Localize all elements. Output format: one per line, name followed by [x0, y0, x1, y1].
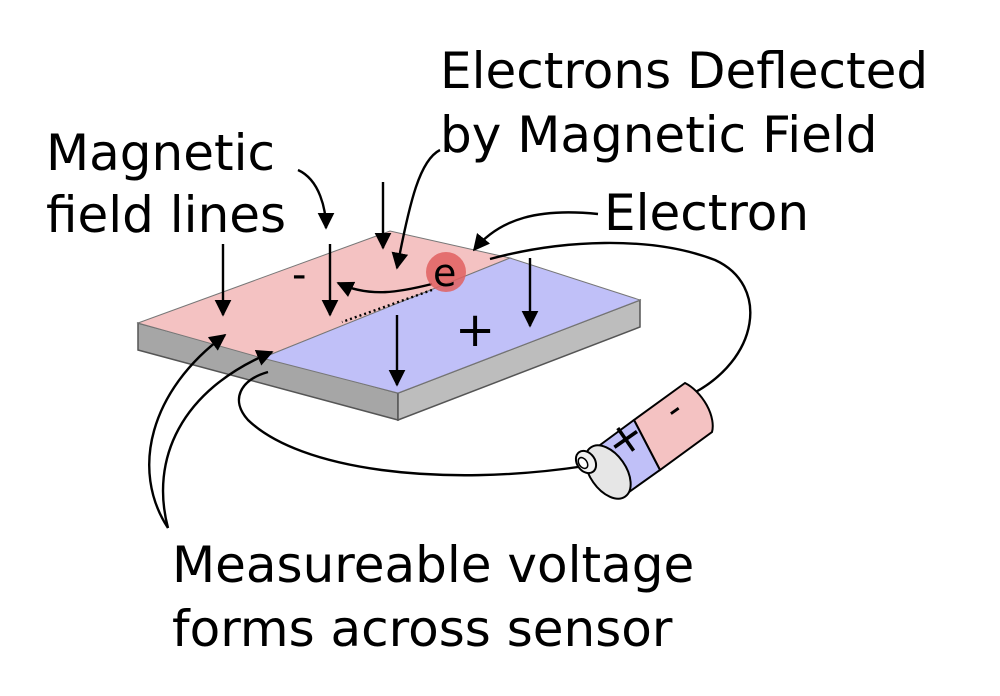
electron-symbol: e [433, 251, 456, 295]
plate-positive-sign: + [455, 302, 495, 358]
leader-electrons-deflected [391, 148, 441, 270]
circuit-wire-right [489, 241, 752, 397]
label-deflected-line1: Electrons Deflected [440, 42, 928, 100]
leader-electron [472, 211, 599, 252]
electron-deflected-path [336, 281, 433, 298]
label-magnetic-line2: field lines [46, 186, 286, 244]
label-deflected-line2: by Magnetic Field [440, 106, 877, 164]
plate-negative-sign: - [292, 252, 306, 298]
electron-circle [426, 252, 466, 292]
label-voltage-line1: Measureable voltage [172, 536, 694, 594]
magnetic-field-arrows [214, 182, 539, 387]
sensor-plate: - + [136, 230, 642, 422]
battery-terminal-inner [577, 456, 589, 470]
battery-end-cap [584, 444, 632, 500]
electron-straight-path [341, 288, 433, 324]
battery-negative-half [632, 381, 714, 472]
label-electron: Electron [604, 184, 809, 242]
leader-magnetic-field [297, 168, 335, 230]
leader-voltage-right [161, 350, 274, 529]
leader-voltage-left [148, 334, 227, 529]
battery: + - [574, 381, 714, 500]
plate-positive-region [260, 257, 642, 394]
label-voltage-line2: forms across sensor [172, 600, 673, 658]
label-magnetic-line1: Magnetic [46, 124, 275, 182]
circuit-wire-left [237, 370, 586, 477]
electron: e [426, 251, 466, 295]
